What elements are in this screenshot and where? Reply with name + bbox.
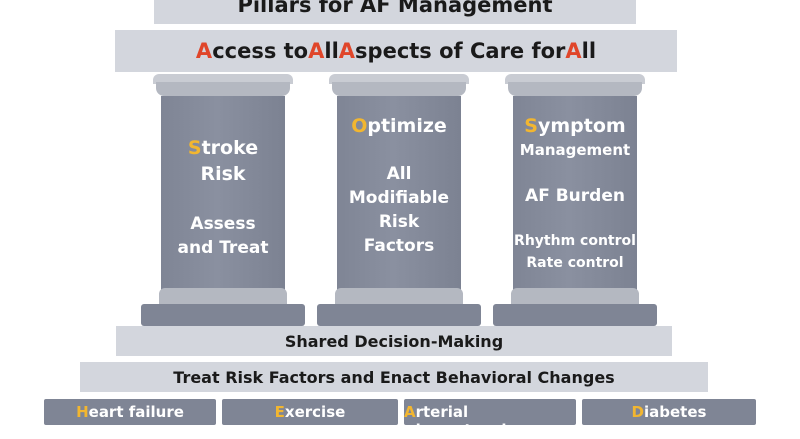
pillar-body-line: All <box>386 164 412 184</box>
pillar-base-top <box>159 288 287 304</box>
pillar-body-line: Risk <box>378 212 420 232</box>
access-text-1: ccess to <box>212 39 309 63</box>
roof-banner: Pillars for AF Management <box>154 0 636 24</box>
chip-initial: E <box>274 403 285 421</box>
pillar-title-rest: ymptom <box>537 115 626 137</box>
pillar-title-line2: Risk <box>200 163 246 185</box>
access-initial-4: A <box>565 39 582 63</box>
pillar-body-line: Assess <box>190 214 256 234</box>
pillar-symptom-management: Symptom Management AF Burden Rhythm cont… <box>493 74 657 326</box>
chip-label: eart failure <box>88 403 184 421</box>
pillar-body-line: Rhythm control <box>514 233 636 249</box>
shared-decision-band: Shared Decision-Making <box>116 326 672 356</box>
pillar-capital-bottom <box>156 82 290 96</box>
pillar-title: Symptom <box>513 114 637 138</box>
pillar-base-top <box>511 288 639 304</box>
access-text-2: ll <box>324 39 339 63</box>
chip-initial: H <box>76 403 89 421</box>
pillar-plinth <box>493 304 657 326</box>
pillar-capital-bottom <box>508 82 642 96</box>
risk-factors-band: Treat Risk Factors and Enact Behavioral … <box>80 362 708 392</box>
pillar-capital-top <box>329 74 469 84</box>
chip-initial: D <box>631 403 644 421</box>
chip-label: xercise <box>284 403 346 421</box>
pillar-title-initial: S <box>187 137 202 159</box>
pillar-stroke-risk: Stroke Risk Assess and Treat <box>141 74 305 326</box>
pillar-body-line: Factors <box>363 236 435 256</box>
pillar-title-initial: O <box>351 115 368 137</box>
pillar-shaft: Optimize All Modifiable Risk Factors <box>337 96 461 290</box>
chip-initial: A <box>404 403 416 421</box>
pillar-optimize: Optimize All Modifiable Risk Factors <box>317 74 481 326</box>
pillar-body-line: Modifiable <box>348 188 450 208</box>
pillar-shaft: Symptom Management AF Burden Rhythm cont… <box>513 96 637 290</box>
pillar-title: Optimize <box>337 114 461 138</box>
pillar-title-rest: troke <box>201 137 259 159</box>
pillar-plinth <box>141 304 305 326</box>
pillar-body-line: Rate control <box>526 255 624 271</box>
pillar-capital-top <box>505 74 645 84</box>
roof-title: Pillars for AF Management <box>237 0 553 17</box>
pillar-base-top <box>335 288 463 304</box>
pillar-capital-top <box>153 74 293 84</box>
risk-factors-label: Treat Risk Factors and Enact Behavioral … <box>173 367 615 387</box>
pillar-body-main: AF Burden <box>525 186 625 206</box>
pillar-title-initial: S <box>524 115 538 137</box>
pillar-title: Stroke <box>161 136 285 160</box>
pillar-title-rest: ptimize <box>367 115 447 137</box>
chip-label: iabetes <box>644 403 707 421</box>
pillar-shaft: Stroke Risk Assess and Treat <box>161 96 285 290</box>
shared-decision-label: Shared Decision-Making <box>284 331 504 351</box>
pillar-title-line2: Management <box>519 141 631 159</box>
access-initial-3: A <box>338 39 356 63</box>
access-text-3: spects of Care for <box>355 39 566 63</box>
chip-label: rterial hypertension <box>415 403 528 439</box>
pillar-body-line: and Treat <box>177 238 269 258</box>
access-text-4: ll <box>581 39 597 63</box>
access-initial-1: A <box>195 39 213 63</box>
pillar-plinth <box>317 304 481 326</box>
access-initial-2: A <box>308 39 325 63</box>
pillar-capital-bottom <box>332 82 466 96</box>
